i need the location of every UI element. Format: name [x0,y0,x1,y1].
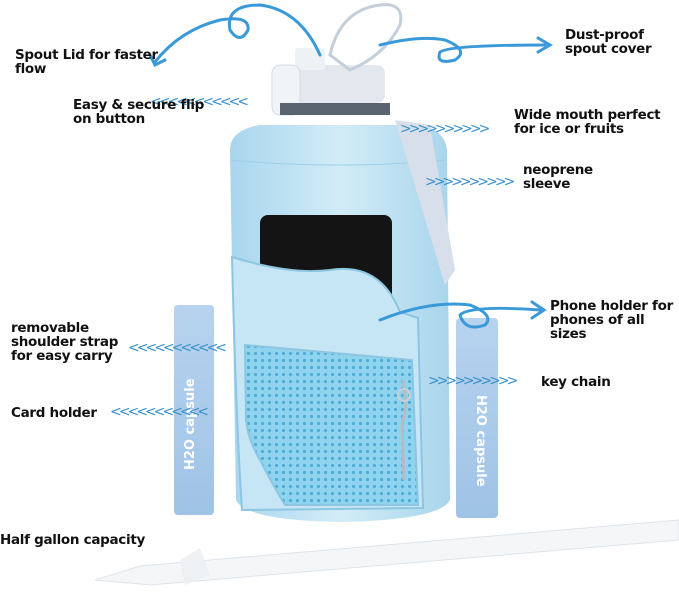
callout-capacity: Half gallon capacity [0,532,145,548]
arrows [148,3,553,329]
callout-card-holder: Card holder [11,405,97,421]
sleeve-strap [395,120,455,285]
chevron-right-icon: >>>>>>>>>> [428,373,518,389]
callout-wide-mouth: Wide mouth perfect for ice or fruits [514,107,661,137]
chevron-left-icon: <<<<<<<<<<< [150,94,249,110]
callout-key-chain: key chain [541,374,611,390]
chevron-right-icon: >>>>>>>>>> [400,121,490,137]
svg-text:H2O capsule: H2O capsule [183,378,198,470]
right-strap: H2O capsule [454,218,498,518]
left-strap: H2O capsule [174,238,214,515]
callout-shoulder-strap: removable shoulder strap for easy carry [11,320,119,364]
callout-flip-button: Easy & secure flip on button [73,97,205,127]
straw [94,519,679,586]
svg-text:H2O capsule: H2O capsule [473,395,488,487]
callout-spout-lid: Spout Lid for faster flow [15,47,158,77]
callout-dust-cover: Dust-proof spout cover [565,27,652,57]
chevron-right-icon: >>>>>>>>>> [425,174,515,190]
chevron-left-icon: <<<<<<<<<<< [110,404,209,420]
callout-neoprene: neoprene sleeve [523,162,593,192]
keychain [397,379,411,481]
callout-phone-holder: Phone holder for phones of all sizes [550,298,673,342]
front-pocket [230,255,425,512]
lid [271,3,403,116]
chevron-left-icon: <<<<<<<<<<< [128,340,227,356]
